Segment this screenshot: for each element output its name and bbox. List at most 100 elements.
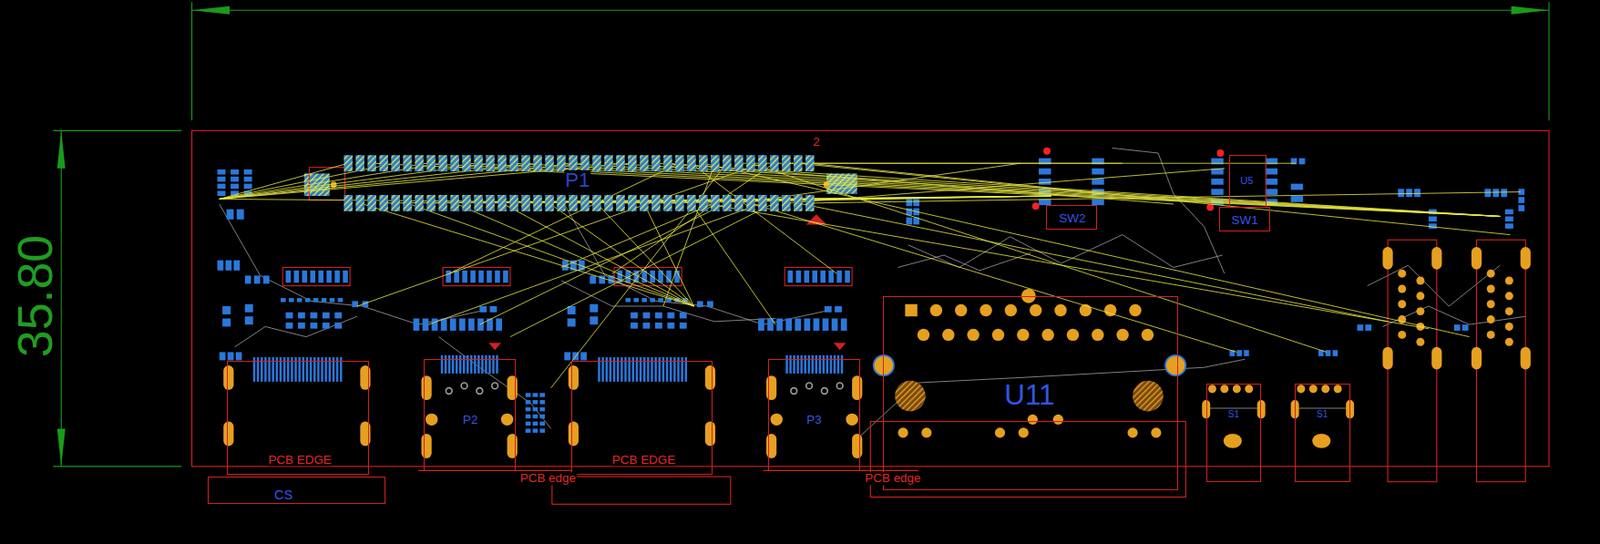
oval-pad bbox=[851, 375, 862, 400]
smd-pad bbox=[1364, 324, 1372, 331]
ratsnest-line bbox=[359, 203, 695, 307]
smd-pad bbox=[1397, 188, 1405, 197]
smd-pad bbox=[459, 317, 466, 330]
through-pad bbox=[1415, 338, 1425, 347]
designator-text: S1 bbox=[1315, 410, 1329, 420]
smd-pad bbox=[329, 297, 336, 302]
header-pad bbox=[604, 194, 614, 212]
smd-pad bbox=[697, 300, 704, 308]
smd-pad bbox=[1405, 188, 1413, 197]
smd-pad bbox=[820, 270, 826, 283]
via bbox=[330, 181, 338, 188]
smd-pad bbox=[533, 407, 539, 411]
oval-pad bbox=[705, 421, 716, 447]
smd-pad bbox=[813, 317, 821, 330]
smd-pad bbox=[800, 355, 802, 374]
header-pad bbox=[592, 194, 602, 212]
smd-pad bbox=[459, 355, 462, 374]
header-pad bbox=[521, 194, 531, 212]
smd-pad bbox=[222, 317, 231, 327]
smd-pad bbox=[263, 275, 270, 284]
ratsnest-line bbox=[798, 203, 1389, 322]
smd-pad bbox=[1291, 184, 1303, 191]
header-pad bbox=[414, 154, 424, 172]
through-pad bbox=[1309, 384, 1318, 393]
smd-pad bbox=[643, 322, 651, 329]
connector-outline bbox=[1387, 239, 1437, 482]
oval-pad bbox=[568, 365, 579, 390]
smd-pad bbox=[1505, 215, 1514, 222]
smd-pad bbox=[484, 355, 487, 374]
through-pad bbox=[1397, 299, 1406, 308]
through-pad bbox=[1505, 276, 1514, 286]
smd-pad bbox=[245, 304, 254, 313]
smd-pad bbox=[1428, 215, 1437, 222]
through-pad bbox=[1005, 304, 1017, 317]
header-pad bbox=[639, 194, 649, 212]
pin1-marker bbox=[833, 342, 846, 350]
pin-hole bbox=[790, 388, 798, 395]
component-outline: PCB EDGE bbox=[226, 360, 370, 474]
smd-pad bbox=[235, 351, 243, 360]
header-pad bbox=[781, 194, 791, 212]
smd-pad bbox=[338, 297, 344, 302]
smd-pad bbox=[796, 355, 799, 374]
header-pad bbox=[734, 154, 744, 172]
pin-hole bbox=[492, 382, 499, 390]
dimension-arrow bbox=[57, 428, 66, 466]
marker-dot bbox=[1216, 149, 1224, 157]
ratsnest-line bbox=[561, 280, 776, 322]
dimension-line bbox=[61, 130, 62, 467]
header-pad bbox=[461, 194, 472, 212]
dimension-arrow bbox=[192, 6, 230, 15]
ratsnest-line bbox=[513, 163, 1500, 216]
smd-pad bbox=[286, 312, 294, 319]
smd-pad bbox=[1210, 188, 1223, 195]
designator-text: P1 bbox=[564, 170, 591, 191]
smd-pad bbox=[841, 355, 843, 374]
through-pad bbox=[1487, 315, 1496, 324]
smd-pad bbox=[589, 275, 596, 284]
designator-text: U11 bbox=[1003, 381, 1056, 411]
smd-pad bbox=[905, 198, 913, 206]
square-pad bbox=[904, 304, 917, 317]
oval-pad bbox=[1520, 246, 1531, 270]
smd-pad bbox=[468, 317, 475, 330]
smd-pad bbox=[822, 317, 830, 330]
smd-pad bbox=[495, 317, 503, 330]
header-pad bbox=[758, 194, 768, 212]
component-outline: P2 bbox=[423, 358, 516, 472]
header-pad bbox=[651, 194, 661, 212]
smd-pad bbox=[819, 355, 821, 374]
through-pad bbox=[1321, 384, 1330, 393]
through-pad bbox=[898, 427, 909, 438]
header-pad bbox=[461, 154, 472, 172]
designator-text: U5 bbox=[1239, 176, 1254, 187]
oval-pad bbox=[1223, 433, 1242, 449]
smd-pad bbox=[1333, 349, 1339, 357]
ratsnest-line bbox=[551, 163, 728, 388]
smd-pad bbox=[217, 184, 226, 190]
designator-text: CS bbox=[273, 488, 294, 503]
mount-hole bbox=[873, 355, 894, 376]
smd-pad bbox=[219, 351, 226, 360]
header-pad bbox=[663, 154, 673, 172]
smd-pad bbox=[230, 184, 239, 190]
header-pad bbox=[687, 154, 697, 172]
smd-pad bbox=[666, 312, 675, 319]
smd-pad bbox=[317, 270, 324, 283]
smd-pad bbox=[1356, 324, 1364, 331]
smd-pad bbox=[803, 270, 810, 283]
header-pad bbox=[615, 194, 626, 212]
oval-pad bbox=[568, 421, 579, 447]
through-pad bbox=[1141, 328, 1154, 341]
through-pad bbox=[1029, 304, 1042, 317]
pin1-marker bbox=[488, 342, 501, 350]
header-pad bbox=[355, 154, 365, 172]
smd-pad bbox=[828, 270, 834, 283]
header-pad bbox=[580, 154, 590, 172]
ratsnest-line bbox=[479, 203, 727, 325]
ratsnest-line bbox=[454, 203, 695, 307]
ratsnest-line bbox=[561, 203, 716, 268]
